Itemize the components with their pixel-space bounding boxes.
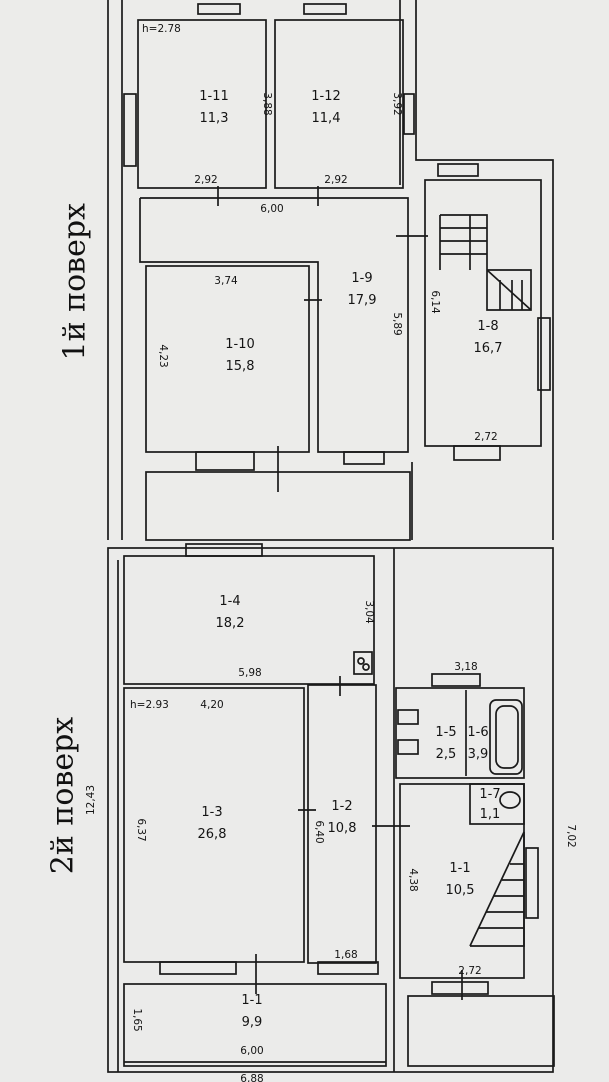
dim-1-10-width: 3,74 [214,275,238,287]
room-label-1-11: 1-11 [199,89,229,104]
room-label-1-6: 1-6 [467,725,488,740]
room-1-4-outline [123,555,375,685]
room-label-1-4: 1-4 [219,594,240,609]
room-area-1-6: 3,9 [468,747,489,762]
room-1-2-outline [307,684,377,964]
dim-1-12-width: 2,92 [324,174,347,186]
dim-1-4-width: 5,98 [238,667,261,679]
room-area-1-11: 11,3 [200,111,229,126]
dim-balcony-width: 6,00 [240,1045,263,1057]
dim-1-1-height: 4,38 [407,868,419,891]
room-label-1-10: 1-10 [225,337,255,352]
room-area-1-3: 26,8 [198,827,227,842]
room-label-1-12: 1-12 [311,89,341,104]
dim-1-8-width: 2,72 [474,431,497,443]
dim-1-3-width: 4,20 [200,699,223,711]
room-1-11-outline [137,19,267,189]
room-area-1-4: 18,2 [216,616,245,631]
room-area-1-1-balcony: 9,9 [242,1015,263,1030]
room-area-1-12: 11,4 [312,111,341,126]
room-area-1-10: 15,8 [226,359,255,374]
room-label-1-5: 1-5 [435,725,456,740]
room-label-1-1-balcony: 1-1 [241,993,262,1008]
room-area-1-8: 16,7 [474,341,503,356]
dim-1-12-height: 3,92 [391,92,403,115]
dim-1-9-height: 5,89 [391,312,403,335]
second-floor-height: h=2.93 [130,699,169,711]
dim-1-2-width: 1,68 [334,949,357,961]
second-floor-walls [107,543,555,1073]
room-label-1-8: 1-8 [477,319,498,334]
room-area-1-9: 17,9 [348,293,377,308]
dim-1-11-height: 3,88 [261,92,273,115]
room-area-1-5: 2,5 [436,747,457,762]
first-floor-title: 1й поверх [57,203,93,361]
dim-balcony-depth: 1,65 [131,1008,143,1031]
room-1-9-outline [139,197,409,453]
room-area-1-7: 1,1 [480,807,501,822]
room-area-1-1-stair: 10,5 [446,883,475,898]
dim-right-block-width: 3,18 [454,661,477,673]
room-area-1-2: 10,8 [328,821,357,836]
first-floor-height: h=2.78 [142,23,181,35]
room-1-12-outline [274,19,404,189]
dim-1-4-height: 3,04 [363,600,375,624]
room-label-1-9: 1-9 [351,271,372,286]
dim-overall-height: 12,43 [85,785,97,815]
dim-bottom-total: 6,88 [240,1073,263,1082]
first-floor-walls [107,0,554,541]
dim-corridor-length: 6,00 [260,203,283,215]
room-label-1-7: 1-7 [479,787,500,802]
room-1-7-outline [469,783,525,825]
room-1-3-outline [123,687,305,963]
room-label-1-2: 1-2 [331,799,352,814]
room-label-1-1-stair: 1-1 [449,861,470,876]
room-label-1-3: 1-3 [201,805,222,820]
dim-1-11-width: 2,92 [194,174,217,186]
dim-1-2-height: 6,40 [313,820,325,843]
dim-1-10-height: 4,23 [157,344,169,367]
dim-1-8-height: 6,14 [429,290,441,314]
dim-right-block-height: 7,02 [565,824,577,847]
room-1-8-outline [424,179,542,447]
dim-1-1-width: 2,72 [458,965,481,977]
dim-1-3-height: 6,37 [135,818,147,841]
second-floor-title: 2й поверх [45,716,81,875]
second-floor-balcony [123,983,387,1067]
